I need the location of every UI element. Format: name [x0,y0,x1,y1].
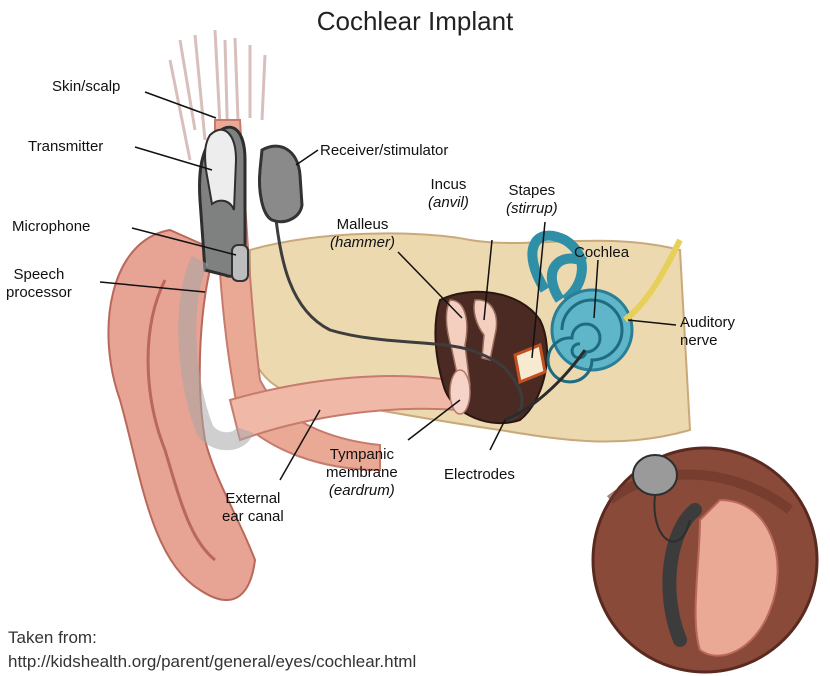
microphone-device [232,245,248,281]
label-external-ear-canal: External ear canal [222,490,284,526]
label-incus-line2: (anvil) [428,194,469,212]
label-tympanic-membrane-line1: Tympanic [326,446,398,464]
label-speech-processor-line1: Speech [6,266,72,284]
label-tympanic-membrane-line3: (eardrum) [326,482,398,500]
label-stapes-line2: (stirrup) [506,200,558,218]
inset-photo [593,448,817,672]
label-receiver-stimulator: Receiver/stimulator [320,142,448,160]
label-auditory-nerve: Auditory nerve [680,314,735,350]
label-tympanic-membrane: Tympanic membrane (eardrum) [326,446,398,500]
label-auditory-nerve-line2: nerve [680,332,735,350]
label-stapes: Stapes (stirrup) [506,182,558,218]
label-speech-processor: Speech processor [6,266,72,302]
label-malleus-line1: Malleus [330,216,395,234]
receiver-stimulator-device [260,146,303,221]
label-skin-scalp: Skin/scalp [52,78,120,96]
label-stapes-line1: Stapes [506,182,558,200]
label-tympanic-membrane-line2: membrane [326,464,398,482]
label-electrodes: Electrodes [444,466,515,484]
ear-canal [230,376,460,440]
diagram-title: Cochlear Implant [0,6,830,37]
source-caption-line1: Taken from: [8,628,97,648]
label-transmitter: Transmitter [28,138,103,156]
label-auditory-nerve-line1: Auditory [680,314,735,332]
label-incus-line1: Incus [428,176,469,194]
label-external-ear-canal-line2: ear canal [222,508,284,526]
label-microphone: Microphone [12,218,90,236]
label-malleus: Malleus (hammer) [330,216,395,252]
label-malleus-line2: (hammer) [330,234,395,252]
eardrum [450,370,470,414]
label-external-ear-canal-line1: External [222,490,284,508]
label-speech-processor-line2: processor [6,284,72,302]
source-url[interactable]: http://kidshealth.org/parent/general/eye… [8,652,416,672]
label-cochlea: Cochlea [574,244,629,262]
label-incus: Incus (anvil) [428,176,469,212]
